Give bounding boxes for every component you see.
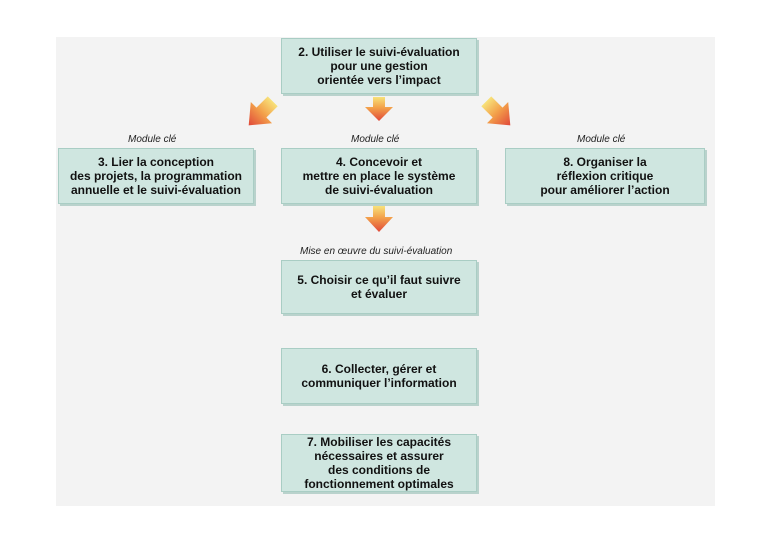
label-mise-en-oeuvre: Mise en œuvre du suivi-évaluation <box>300 246 453 257</box>
label-module-center: Module clé <box>351 134 400 145</box>
arrow-down-icon <box>365 97 393 121</box>
box-step-8: 8. Organiser la réflexion critique pour … <box>505 148 705 204</box>
arrow-down-icon <box>365 206 393 232</box>
label-module-right: Module clé <box>577 134 626 145</box>
arrow-left-icon <box>248 96 278 126</box>
box-step-3: 3. Lier la conception des projets, la pr… <box>58 148 254 204</box>
label-module-left: Module clé <box>128 134 177 145</box>
box-step-6: 6. Collecter, gérer et communiquer l’inf… <box>281 348 477 404</box>
box-step-5: 5. Choisir ce qu’il faut suivre et évalu… <box>281 260 477 314</box>
box-step-7: 7. Mobiliser les capacités nécessaires e… <box>281 434 477 492</box>
box-step-2: 2. Utiliser le suivi-évaluation pour une… <box>281 38 477 94</box>
arrow-right-icon <box>481 96 511 126</box>
box-step-4: 4. Concevoir et mettre en place le systè… <box>281 148 477 204</box>
